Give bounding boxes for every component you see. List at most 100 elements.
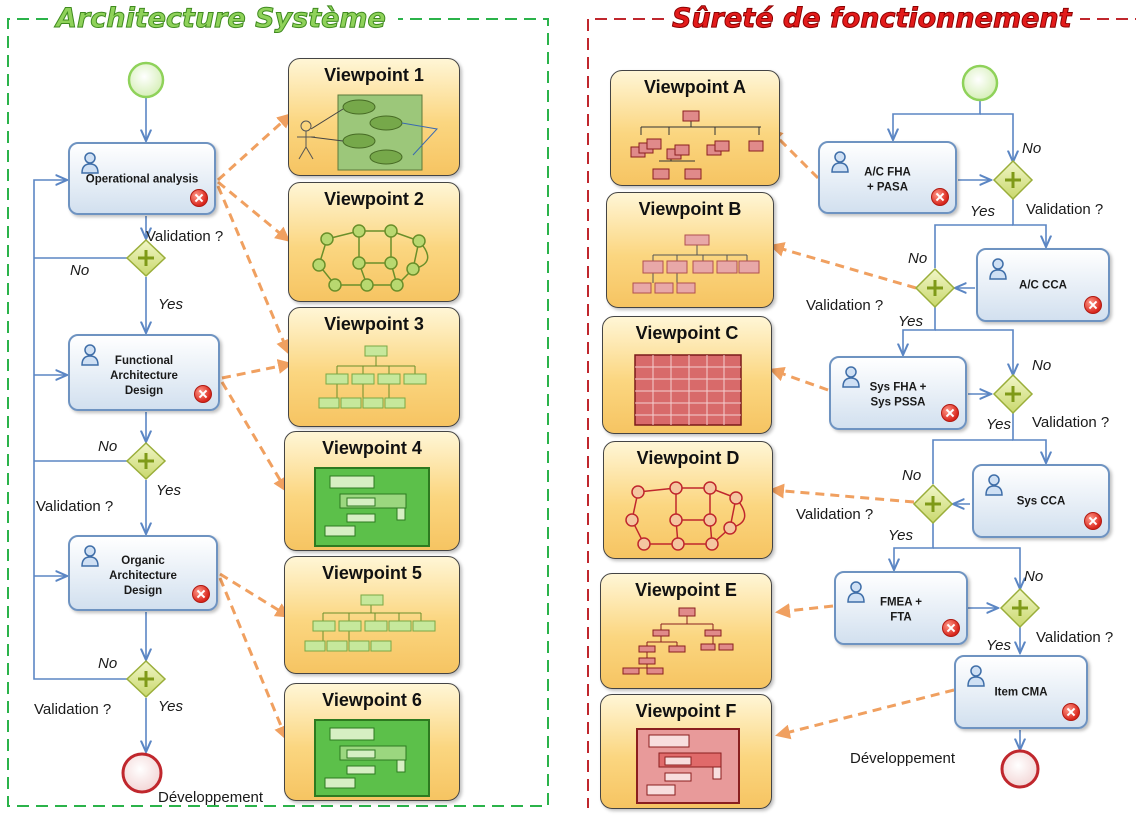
hierarchy-diagram-icon bbox=[304, 594, 436, 652]
error-icon bbox=[1084, 296, 1102, 314]
hierarchy-diagram-icon bbox=[318, 345, 427, 409]
network-diagram-icon bbox=[312, 224, 429, 292]
task-ac-cca[interactable]: A/C CCA bbox=[976, 248, 1110, 322]
label-no: No bbox=[1022, 140, 1042, 157]
viewpoint-a[interactable]: Viewpoint A bbox=[610, 70, 780, 186]
fault-tree-icon bbox=[622, 607, 734, 675]
error-icon bbox=[1084, 512, 1102, 530]
gateway-3 bbox=[125, 659, 167, 699]
gateway-r1 bbox=[992, 159, 1034, 201]
end-event bbox=[121, 752, 163, 794]
gateway-r3 bbox=[992, 373, 1034, 415]
gateway-r5 bbox=[999, 587, 1041, 629]
viewpoint-title: Viewpoint E bbox=[635, 580, 737, 600]
viewpoint-5[interactable]: Viewpoint 5 bbox=[284, 556, 460, 674]
start-event bbox=[127, 61, 165, 99]
label-end: Développement bbox=[158, 789, 264, 806]
viewpoint-title: Viewpoint B bbox=[638, 199, 742, 219]
left-panel-border bbox=[7, 18, 549, 807]
task-label: A/C CCA bbox=[1019, 279, 1067, 292]
block-diagram-icon bbox=[314, 719, 430, 797]
label-no: No bbox=[98, 438, 118, 455]
user-icon bbox=[842, 366, 860, 388]
viewpoint-6[interactable]: Viewpoint 6 bbox=[284, 683, 460, 801]
task-label: Organic Architecture Design bbox=[109, 555, 177, 598]
label-validation: Validation ? bbox=[796, 506, 874, 523]
viewpoint-d[interactable]: Viewpoint D bbox=[603, 441, 773, 559]
viewpoint-title: Viewpoint 3 bbox=[324, 314, 424, 334]
task-label: Item CMA bbox=[994, 686, 1048, 699]
label-no: No bbox=[1024, 568, 1044, 585]
label-validation: Validation ? bbox=[806, 297, 884, 314]
label-yes: Yes bbox=[970, 203, 996, 220]
right-panel-title: Sûreté de fonctionnement bbox=[664, 2, 1080, 36]
error-icon bbox=[192, 585, 210, 603]
table-grid-icon bbox=[634, 354, 742, 426]
label-validation: Validation ? bbox=[146, 228, 224, 245]
error-icon bbox=[190, 189, 208, 207]
use-case-diagram-icon bbox=[297, 94, 438, 171]
viewpoint-title: Viewpoint 5 bbox=[322, 563, 422, 583]
label-yes: Yes bbox=[898, 313, 924, 330]
label-validation: Validation ? bbox=[1036, 629, 1114, 646]
error-icon bbox=[941, 404, 959, 422]
label-no: No bbox=[902, 467, 922, 484]
task-ac-fha-pasa[interactable]: A/C FHA + PASA bbox=[818, 141, 957, 214]
gateway-1 bbox=[125, 238, 167, 278]
label-yes: Yes bbox=[986, 637, 1012, 654]
task-label: Sys CCA bbox=[1016, 495, 1066, 508]
viewpoint-title: Viewpoint 1 bbox=[324, 65, 424, 85]
viewpoint-1[interactable]: Viewpoint 1 bbox=[288, 58, 460, 176]
task-label: A/C FHA + PASA bbox=[864, 165, 911, 193]
user-icon bbox=[81, 152, 99, 174]
right-panel-border bbox=[587, 18, 1136, 808]
task-sys-fha-pssa[interactable]: Sys FHA + Sys PSSA bbox=[829, 356, 967, 430]
block-diagram-icon bbox=[314, 467, 430, 547]
label-yes: Yes bbox=[888, 527, 914, 544]
label-validation: Validation ? bbox=[1026, 201, 1104, 218]
error-icon bbox=[194, 385, 212, 403]
viewpoint-3[interactable]: Viewpoint 3 bbox=[288, 307, 460, 427]
user-icon bbox=[985, 474, 1003, 496]
viewpoint-f[interactable]: Viewpoint F bbox=[600, 694, 772, 809]
task-label: Functional Architecture Design bbox=[110, 354, 178, 397]
task-organic-architecture-design[interactable]: Organic Architecture Design bbox=[68, 535, 218, 611]
viewpoint-title: Viewpoint D bbox=[636, 448, 740, 468]
label-yes: Yes bbox=[158, 698, 184, 715]
task-operational-analysis[interactable]: Operational analysis bbox=[68, 142, 216, 215]
viewpoint-title: Viewpoint F bbox=[635, 701, 737, 721]
user-icon bbox=[831, 151, 849, 173]
label-validation: Validation ? bbox=[34, 701, 112, 718]
user-icon bbox=[967, 665, 985, 687]
end-event-right bbox=[1000, 749, 1040, 789]
task-sys-cca[interactable]: Sys CCA bbox=[972, 464, 1110, 538]
block-diagram-icon bbox=[636, 728, 740, 804]
left-panel-title: Architecture Système bbox=[48, 2, 394, 36]
gateway-r4 bbox=[912, 483, 954, 525]
label-validation: Validation ? bbox=[36, 498, 114, 515]
hierarchy-diagram-icon bbox=[632, 234, 760, 294]
gateway-2 bbox=[125, 441, 167, 481]
label-no: No bbox=[908, 250, 928, 267]
viewpoint-2[interactable]: Viewpoint 2 bbox=[288, 182, 460, 302]
label-yes: Yes bbox=[156, 482, 182, 499]
task-label: Operational analysis bbox=[85, 173, 199, 186]
start-event-right bbox=[961, 64, 999, 102]
label-no: No bbox=[98, 655, 118, 672]
gateway-r2 bbox=[914, 267, 956, 309]
viewpoint-4[interactable]: Viewpoint 4 bbox=[284, 431, 460, 551]
left-association-arrows bbox=[216, 112, 293, 741]
viewpoint-e[interactable]: Viewpoint E bbox=[600, 573, 772, 689]
viewpoint-c[interactable]: Viewpoint C bbox=[602, 316, 772, 434]
task-item-cma[interactable]: Item CMA bbox=[954, 655, 1088, 729]
viewpoint-title: Viewpoint 4 bbox=[322, 438, 422, 458]
network-diagram-icon bbox=[625, 481, 746, 551]
task-fmea-fta[interactable]: FMEA + FTA bbox=[834, 571, 968, 645]
error-icon bbox=[931, 188, 949, 206]
label-yes: Yes bbox=[158, 296, 184, 313]
task-label: FMEA + FTA bbox=[879, 596, 923, 624]
task-functional-architecture-design[interactable]: Functional Architecture Design bbox=[68, 334, 220, 411]
viewpoint-b[interactable]: Viewpoint B bbox=[606, 192, 774, 308]
user-icon bbox=[989, 258, 1007, 280]
